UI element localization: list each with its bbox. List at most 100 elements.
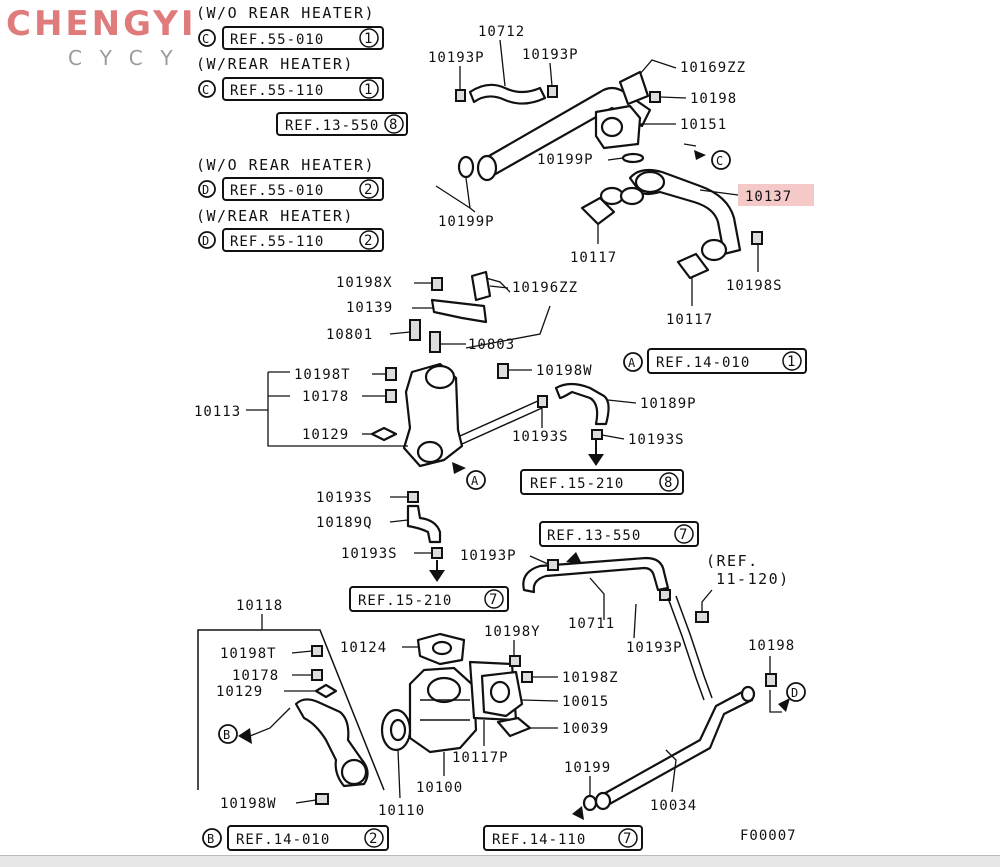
ref-box-14-010-2[interactable]: REF.14-010 2 [227,825,389,851]
bracket-10169ZZ [618,70,650,106]
svg-text:REF.13-550: REF.13-550 [547,528,641,544]
gasket-10199P-left [457,155,475,179]
hose-upper-small [468,83,547,105]
gasket-10124 [416,632,466,666]
label-10198S: 10198S [726,278,783,294]
gasket-10117-b [676,238,728,280]
gasket-10039 [496,716,532,738]
label-10198W-b: 10198W [220,796,277,812]
label-10193S-d: 10193S [341,546,398,562]
ref-box-13-550-top[interactable]: REF.13-550 8 [276,112,408,136]
label-10151: 10151 [680,117,727,133]
label-10124: 10124 [340,640,387,656]
pipe-10034 [594,595,756,811]
label-10117-a: 10117 [570,250,617,266]
svg-text:REF.15-210: REF.15-210 [530,476,624,492]
pipe-10137 [628,168,742,256]
group-box-10118 [197,629,385,791]
svg-text:7: 7 [623,831,632,847]
label-10198T: 10198T [294,367,351,383]
label-10198Y: 10198Y [484,624,541,640]
svg-text:1: 1 [364,31,373,47]
ref-box-14-010-1[interactable]: REF.14-010 1 [647,348,807,374]
clamp-10193P-b [547,85,558,98]
arrow-to-ref-15-210-8 [588,440,604,466]
water-outlet-10113 [402,362,464,468]
bolt-10198X [431,277,443,291]
label-10193P-a: 10193P [428,50,485,66]
hose-10711 [522,556,670,594]
label-10193S-c: 10193S [316,490,373,506]
brand-subtitle: CYCY [68,46,191,70]
clamp-10193P-d [659,589,671,601]
svg-text:REF.55-110: REF.55-110 [230,83,324,99]
bracket-10196ZZ [470,270,492,302]
arrow-up-ref-13-550 [566,552,582,564]
ref-box-c-wo[interactable]: REF.55-010 1 [222,26,384,50]
ref-box-14-110-7[interactable]: REF.14-110 7 [483,825,643,851]
svg-text:8: 8 [664,475,673,491]
bolt-10198W-b [315,793,329,805]
arrow-to-ref-15-210-7 [429,560,445,582]
label-10711: 10711 [568,616,615,632]
ref-box-15-210-7[interactable]: REF.15-210 7 [349,586,509,612]
note-wo-rear-heater-2: (W/O REAR HEATER) [196,156,375,174]
ref-box-15-210-8[interactable]: REF.15-210 8 [520,469,684,495]
clamp-10193P-a [455,89,466,102]
marker-d-1: D [198,180,216,198]
note-w-rear-heater-1: (W/REAR HEATER) [196,55,354,73]
brand-logo: CHENGYI [6,4,197,44]
thermostat-housing-10151 [594,104,642,150]
svg-text:REF.55-010: REF.55-010 [230,32,324,48]
marker-d-2: D [198,231,216,249]
ref-box-c-w[interactable]: REF.55-110 1 [222,77,384,101]
label-10193S-b: 10193S [628,432,685,448]
label-10118: 10118 [236,598,283,614]
svg-text:REF.55-010: REF.55-010 [230,183,324,199]
bolt-10198T [385,367,397,381]
clamp-10193S-c [407,491,419,503]
note-ref-11-120-a: (REF. [706,552,759,570]
label-10801: 10801 [326,327,373,343]
gasket-10129-b [314,683,338,699]
label-10199P-left: 10199P [438,214,495,230]
ref-box-d-wo[interactable]: REF.55-010 2 [222,177,384,201]
gasket-10129 [370,426,398,442]
label-10193P-b: 10193P [522,47,579,63]
label-10110: 10110 [378,803,425,819]
ref-box-d-w[interactable]: REF.55-110 2 [222,228,384,252]
label-10178-b: 10178 [232,668,279,684]
svg-text:REF.15-210: REF.15-210 [358,593,452,609]
svg-text:C: C [202,83,209,97]
svg-text:2: 2 [369,831,378,847]
arrow-to-ref-14-110 [572,806,584,820]
figure-code: F00007 [740,828,797,844]
ref-box-13-550-7[interactable]: REF.13-550 7 [539,521,699,547]
label-10117-b: 10117 [666,312,713,328]
svg-text:D: D [791,686,798,700]
bolt-ref-11-120 [695,611,709,623]
window-bottom-bar [0,855,1000,867]
svg-text:B: B [223,728,230,742]
svg-text:D: D [202,183,209,197]
bolt-10178-b [311,669,323,681]
label-10199: 10199 [564,760,611,776]
marker-c-1: C [198,29,216,47]
clamp-10193P-c [547,559,559,571]
svg-text:A: A [471,474,479,488]
highlight-10137 [738,184,814,206]
bolt-10198W-top [497,363,509,379]
svg-text:7: 7 [489,592,498,608]
label-10039: 10039 [562,721,609,737]
label-10189P: 10189P [640,396,697,412]
clamp-10193S-b [591,429,603,440]
bolt-10198-top [649,91,661,103]
label-10113: 10113 [194,404,241,420]
svg-text:REF.13-550: REF.13-550 [285,118,379,134]
svg-text:B: B [207,832,214,846]
note-w-rear-heater-2: (W/REAR HEATER) [196,207,354,225]
bolt-10198Z [521,671,533,683]
svg-text:2: 2 [364,182,373,198]
label-10137[interactable]: 10137 [745,189,792,205]
sensor-10801 [409,319,421,341]
